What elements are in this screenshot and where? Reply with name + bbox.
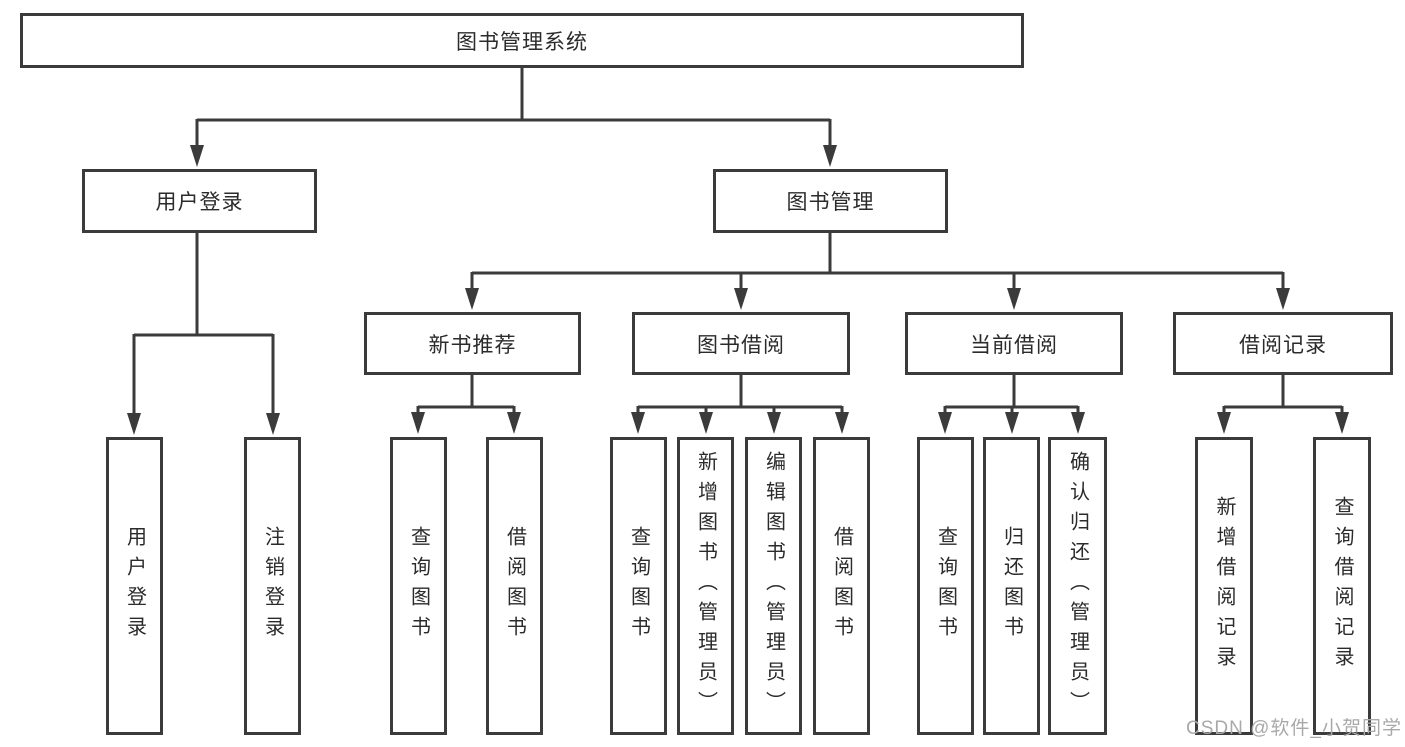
leaf-borrow-query-books: 查询图书 (610, 437, 667, 735)
leaf-query-borrow-record-label: 查询借阅记录 (1331, 496, 1353, 676)
node-root: 图书管理系统 (20, 13, 1024, 68)
node-borrow-records: 借阅记录 (1173, 312, 1393, 375)
node-new-book-recommend-label: 新书推荐 (428, 333, 517, 357)
leaf-newbooks-query-books: 查询图书 (390, 437, 447, 735)
leaf-edit-books-admin-label: 编辑图书（管理员） (762, 451, 785, 721)
leaf-current-query-books: 查询图书 (917, 437, 974, 735)
node-borrow-records-label: 借阅记录 (1239, 333, 1327, 357)
leaf-add-borrow-record: 新增借阅记录 (1195, 437, 1253, 735)
leaf-logout-label: 注销登录 (261, 526, 284, 646)
leaf-return-books-label: 归还图书 (1000, 526, 1023, 646)
leaf-logout: 注销登录 (244, 437, 301, 735)
leaf-newbooks-borrow-books: 借阅图书 (486, 437, 543, 735)
leaf-borrow-borrow-books: 借阅图书 (813, 437, 870, 735)
node-current-borrow-label: 当前借阅 (970, 333, 1058, 357)
leaf-confirm-return-admin: 确认归还（管理员） (1048, 437, 1107, 735)
connector-strokes (132, 68, 1344, 418)
leaf-return-books: 归还图书 (983, 437, 1040, 735)
leaf-user-login: 用户登录 (106, 437, 163, 735)
node-book-management-label: 图书管理 (786, 191, 875, 214)
node-user-login-label: 用户登录 (155, 191, 244, 214)
node-book-borrow: 图书借阅 (632, 312, 850, 375)
node-user-login: 用户登录 (82, 169, 317, 233)
leaf-newbooks-query-books-label: 查询图书 (407, 526, 430, 646)
leaf-add-borrow-record-label: 新增借阅记录 (1213, 496, 1235, 676)
node-root-label: 图书管理系统 (456, 30, 588, 54)
csdn-watermark: CSDN @软件_小贺同学 (1186, 718, 1402, 739)
leaf-borrow-query-books-label: 查询图书 (627, 526, 650, 646)
node-book-management: 图书管理 (713, 169, 948, 233)
leaf-query-borrow-record: 查询借阅记录 (1313, 437, 1371, 735)
node-current-borrow: 当前借阅 (905, 312, 1123, 375)
leaf-confirm-return-admin-label: 确认归还（管理员） (1066, 451, 1089, 721)
leaf-add-books-admin-label: 新增图书（管理员） (694, 451, 717, 721)
connector-arrowheads (127, 145, 1349, 435)
leaf-borrow-borrow-books-label: 借阅图书 (830, 526, 853, 646)
leaf-edit-books-admin: 编辑图书（管理员） (745, 437, 802, 735)
node-new-book-recommend: 新书推荐 (364, 312, 581, 375)
node-book-borrow-label: 图书借阅 (697, 333, 785, 357)
leaf-user-login-label: 用户登录 (123, 526, 146, 646)
leaf-newbooks-borrow-books-label: 借阅图书 (503, 526, 526, 646)
leaf-add-books-admin: 新增图书（管理员） (677, 437, 734, 735)
leaf-current-query-books-label: 查询图书 (934, 526, 957, 646)
